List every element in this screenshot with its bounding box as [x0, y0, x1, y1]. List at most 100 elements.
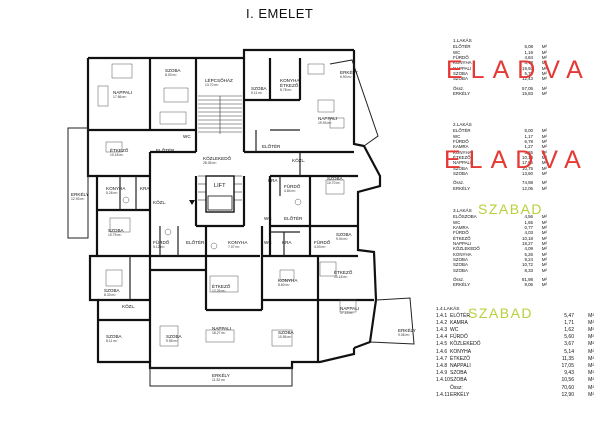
room-label: ELŐTÉR	[156, 148, 175, 153]
available-stamp: SZABAD	[478, 201, 544, 217]
room-label: KÖZL.	[122, 304, 136, 309]
room-label: KRA	[282, 240, 292, 245]
room-label: KRA	[140, 186, 150, 191]
page-title: I. EMELET	[246, 6, 314, 21]
room-label: WC	[183, 134, 191, 139]
room-label: KÖZL.	[153, 200, 167, 205]
room-label: ELŐTÉR	[186, 240, 205, 245]
room-label: KÖZL.	[292, 158, 306, 163]
room-label: WC	[264, 216, 272, 221]
unit-3-title: 3.LAKÁS	[453, 208, 472, 213]
sold-stamp: ELADVA	[444, 146, 589, 174]
sold-stamp: ELADVA	[446, 56, 591, 84]
room-label: ELŐTÉR	[284, 216, 303, 221]
lift-label: LIFT	[214, 183, 226, 189]
unit-2-title: 2.LAKÁS	[453, 122, 472, 127]
unit-4-title: 1.4.LAKÁS	[436, 307, 460, 312]
room-label: KRA	[268, 178, 278, 183]
room-label: WC	[264, 240, 272, 245]
room-label: ELŐTÉR	[262, 144, 281, 149]
unit-1-title: 1.LAKÁS	[453, 38, 472, 43]
